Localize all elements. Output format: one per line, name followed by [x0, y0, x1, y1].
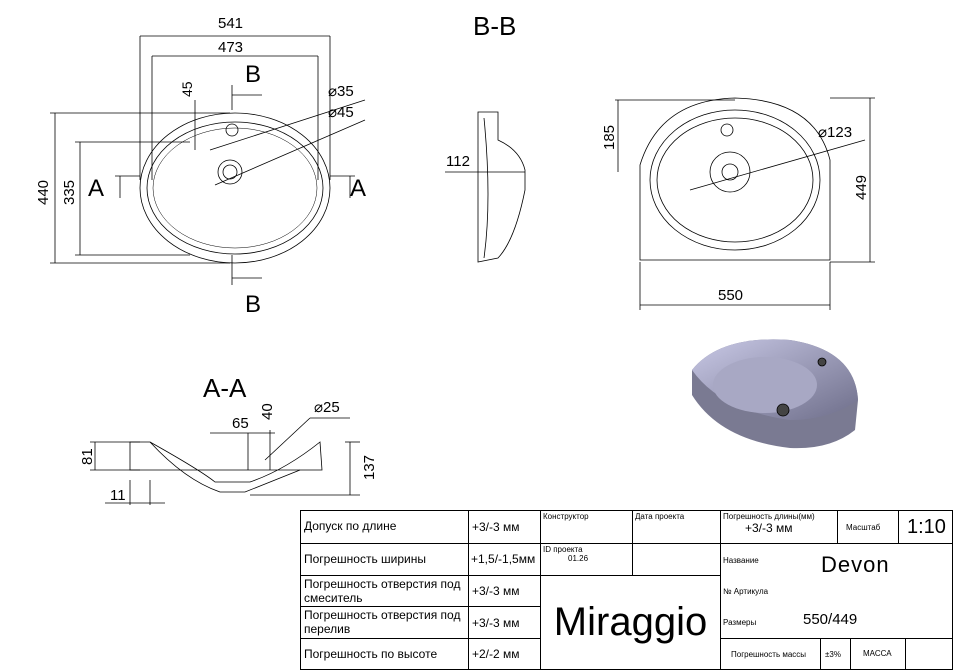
dim-40: 40: [259, 403, 276, 420]
dim-185: 185: [601, 125, 618, 150]
top-view: 541 473 45 ⌀35 ⌀45 440 335 A A B B: [35, 15, 366, 318]
dim-d25: ⌀25: [314, 399, 340, 416]
section-aa-view: A-A 65 40 ⌀25 81 137 11: [79, 373, 378, 505]
row-label: Погрешность по высоте: [301, 639, 469, 670]
dim-45: 45: [179, 81, 195, 97]
dim-112: 112: [446, 153, 470, 170]
basin-3d-render: [692, 339, 858, 449]
length-tolerance-label: Погрешность длины(мм): [723, 512, 815, 521]
row-value: +3/-3 мм: [469, 511, 541, 544]
dim-335: 335: [61, 180, 78, 205]
section-marker-b-top: B: [245, 61, 261, 88]
article-label: № Артикула: [723, 587, 769, 596]
project-id: 01.26: [568, 554, 589, 563]
date-label: Дата проекта: [633, 511, 721, 544]
row-label: Допуск по длине: [301, 511, 469, 544]
row-value: +1,5/-1,5мм: [469, 544, 541, 576]
row-value: +3/-3 мм: [469, 576, 541, 607]
dim-d35: ⌀35: [328, 83, 354, 100]
constructor-label: Конструктор: [541, 511, 633, 544]
row-label: Погрешность отверстия под смеситель: [301, 576, 469, 607]
right-plan-view: 185 ⌀123 449 550: [601, 97, 875, 310]
length-tolerance-cell: Погрешность длины(мм) +3/-3 мм: [721, 511, 838, 544]
section-marker-b-bottom: B: [245, 291, 261, 318]
dim-473: 473: [218, 39, 243, 56]
title-block: Допуск по длине +3/-3 мм Погрешность шир…: [300, 510, 953, 670]
section-aa-title: A-A: [203, 373, 247, 403]
product-name: Devon: [821, 552, 890, 577]
dim-550: 550: [718, 287, 743, 304]
dim-137: 137: [361, 455, 378, 480]
mass-tolerance-label: Погрешность массы: [721, 639, 821, 670]
empty-cell: [633, 544, 721, 576]
section-marker-a-left: A: [88, 175, 104, 202]
scale: 1:10: [899, 511, 953, 544]
sizes-label: Размеры: [723, 618, 757, 627]
dim-65: 65: [232, 415, 249, 432]
row-label: Погрешность отверстия под перелив: [301, 607, 469, 639]
dim-d123: ⌀123: [818, 124, 852, 141]
mass-tolerance: ±3%: [821, 639, 851, 670]
scale-label: Масштаб: [838, 511, 899, 544]
section-bb-title: B-B: [473, 11, 516, 41]
mass-value: [906, 639, 953, 670]
product-info: Название Devon № Артикула Размеры 550/44…: [721, 544, 953, 639]
project-id-label: ID проекта: [543, 545, 583, 554]
mass-label: МАССА: [851, 639, 906, 670]
row-label: Погрешность ширины: [301, 544, 469, 576]
row-value: +2/-2 мм: [469, 639, 541, 670]
name-label: Название: [723, 556, 759, 565]
section-marker-a-right: A: [350, 175, 366, 202]
length-tolerance: +3/-3 мм: [745, 521, 793, 535]
dim-81: 81: [79, 448, 96, 465]
project-id-cell: ID проекта 01.26: [541, 544, 633, 576]
sizes: 550/449: [803, 611, 858, 628]
dim-440: 440: [35, 180, 52, 205]
row-value: +3/-3 мм: [469, 607, 541, 639]
dim-449: 449: [853, 175, 870, 200]
dim-d45: ⌀45: [328, 104, 354, 121]
section-bb-view: B-B 112: [445, 11, 526, 263]
dim-541: 541: [218, 15, 243, 32]
dim-11: 11: [110, 487, 126, 504]
brand-logo: Miraggio: [541, 576, 721, 670]
